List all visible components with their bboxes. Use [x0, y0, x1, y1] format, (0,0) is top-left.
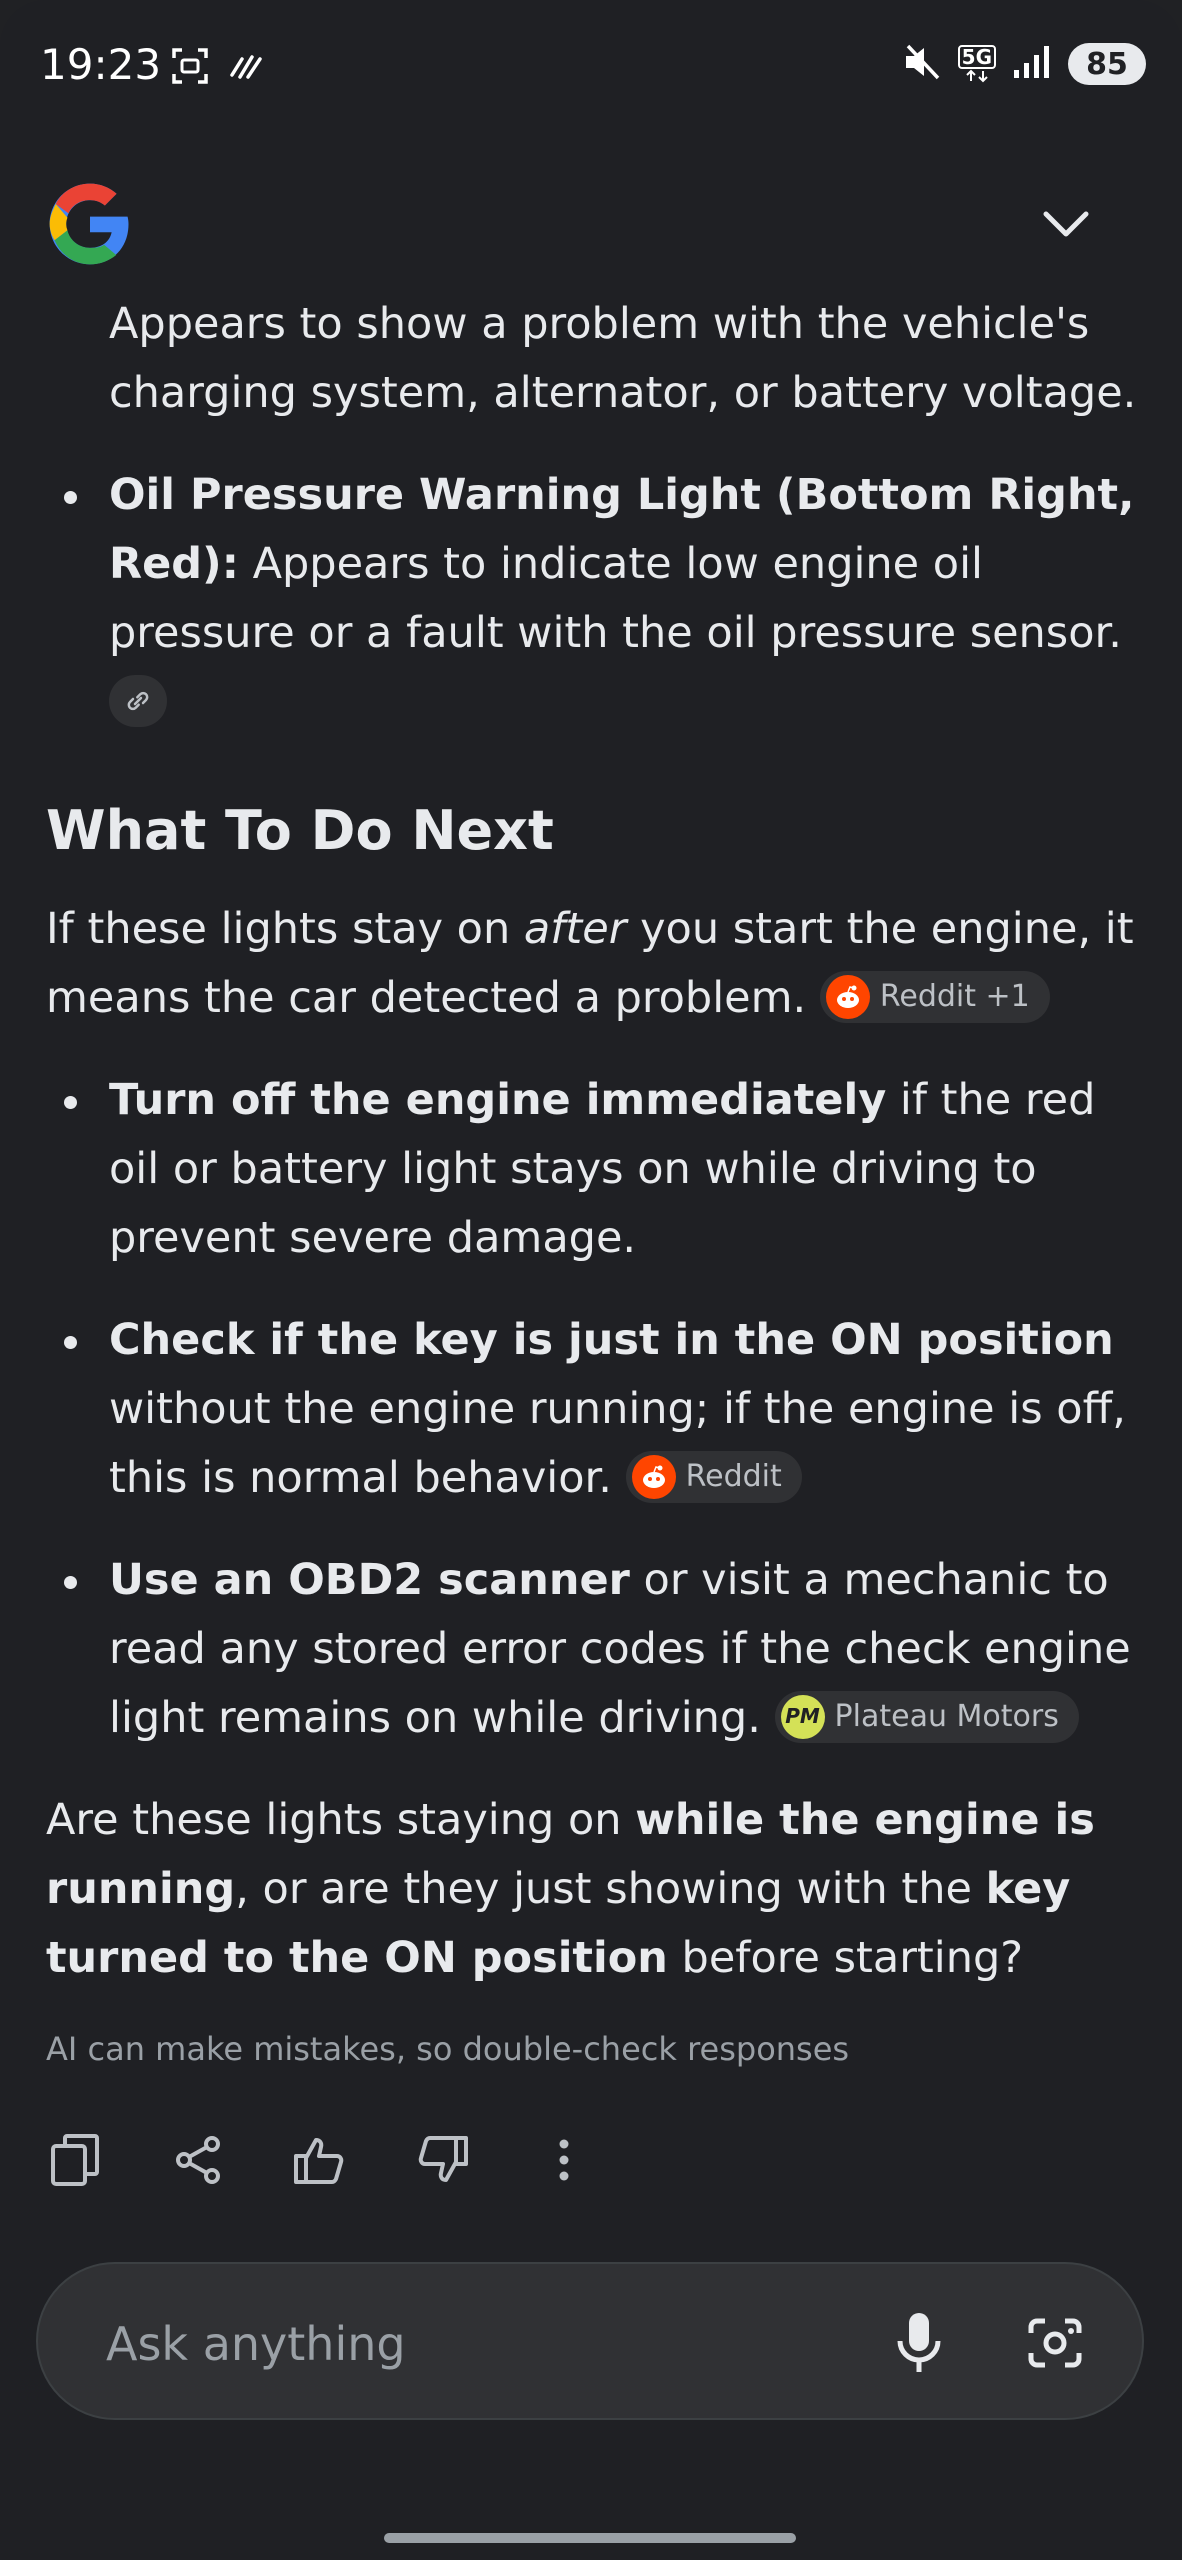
- microphone-icon[interactable]: [884, 2308, 954, 2378]
- status-left-icons: [170, 46, 264, 90]
- ask-input[interactable]: [104, 2308, 868, 2380]
- bullet-bold: Turn off the engine immediately: [109, 1075, 887, 1125]
- plateau-motors-logo: PM: [780, 1694, 825, 1739]
- after-text-post: you start the engine, it means the car d…: [46, 904, 1134, 1023]
- next-steps-list: Turn off the engine immediately if the r…: [46, 1066, 1146, 1753]
- share-icon[interactable]: [168, 2130, 228, 2190]
- question-text-2: , or are they just showing with the: [235, 1864, 986, 1914]
- network-5g-icon: 5G: [957, 45, 996, 83]
- answer-content: Appears to show a problem with the vehic…: [46, 290, 1146, 1993]
- data-activity-icon: [228, 51, 264, 85]
- home-indicator[interactable]: [384, 2533, 796, 2543]
- question-text-1: Are these lights staying on: [46, 1795, 636, 1845]
- chip-label: Plateau Motors: [834, 1699, 1059, 1734]
- bullet-text: or visit a mechanic to read any stored e…: [109, 1555, 1131, 1743]
- signal-icon: [1012, 44, 1052, 84]
- disclaimer: AI can make mistakes, so double-check re…: [46, 2030, 850, 2068]
- after-paragraph: If these lights stay on after you start …: [46, 895, 1146, 1033]
- followup-question: Are these lights staying on while the en…: [46, 1786, 1146, 1993]
- list-item: Oil Pressure Warning Light (Bottom Right…: [46, 461, 1146, 737]
- battery-indicator: 85: [1068, 43, 1146, 85]
- list-item: Turn off the engine immediately if the r…: [46, 1066, 1146, 1273]
- after-text-italic: after: [523, 904, 627, 954]
- status-bar: 19:23 5G 85: [0, 0, 1182, 135]
- oil-bullet-list: Oil Pressure Warning Light (Bottom Right…: [46, 461, 1146, 737]
- reddit-icon: [631, 1454, 676, 1499]
- section-heading: What To Do Next: [46, 799, 554, 862]
- status-right-icons: 5G 85: [902, 42, 1146, 86]
- bullet-text: Appears to indicate low engine oil press…: [109, 539, 1122, 658]
- bullet-bold: Use an OBD2 scanner: [109, 1555, 630, 1605]
- after-text-pre: If these lights stay on: [46, 904, 524, 954]
- collapse-chevron-icon[interactable]: [1036, 200, 1096, 250]
- response-actions: [46, 2130, 594, 2190]
- intro-paragraph: Appears to show a problem with the vehic…: [109, 299, 1137, 418]
- question-bold-2: key turned to the ON position: [46, 1864, 1071, 1983]
- chip-label: Reddit +1: [879, 979, 1030, 1014]
- chip-label: Reddit: [685, 1459, 782, 1494]
- google-logo: [46, 180, 134, 268]
- question-text-3: before starting?: [667, 1933, 1024, 1983]
- source-chip-reddit-plus[interactable]: Reddit +1: [819, 970, 1050, 1023]
- source-chip-plateau-motors[interactable]: PM Plateau Motors: [774, 1690, 1079, 1743]
- source-link-chip[interactable]: [109, 674, 167, 727]
- more-vert-icon[interactable]: [534, 2130, 594, 2190]
- bullet-bold: Oil Pressure Warning Light (Bottom Right…: [109, 470, 1135, 589]
- google-lens-icon[interactable]: [1020, 2308, 1090, 2378]
- ask-bar: [36, 2262, 1144, 2420]
- screenshot-icon: [170, 46, 210, 90]
- bullet-text: without the engine running; if the engin…: [109, 1384, 1126, 1503]
- bullet-bold: Check if the key is just in the ON posit…: [109, 1315, 1114, 1365]
- status-time: 19:23: [40, 40, 162, 89]
- reddit-icon: [825, 974, 870, 1019]
- list-item: Use an OBD2 scanner or visit a mechanic …: [46, 1546, 1146, 1753]
- question-bold-1: while the engine is running: [46, 1795, 1095, 1914]
- network-type: 5G: [957, 45, 996, 69]
- copy-icon[interactable]: [46, 2130, 106, 2190]
- list-item: Check if the key is just in the ON posit…: [46, 1306, 1146, 1513]
- link-icon: [127, 691, 149, 710]
- mute-icon: [902, 42, 942, 86]
- thumbs-down-icon[interactable]: [412, 2130, 472, 2190]
- thumbs-up-icon[interactable]: [290, 2130, 350, 2190]
- source-chip-reddit[interactable]: Reddit: [625, 1450, 802, 1503]
- bullet-text: if the red oil or battery light stays on…: [109, 1075, 1096, 1263]
